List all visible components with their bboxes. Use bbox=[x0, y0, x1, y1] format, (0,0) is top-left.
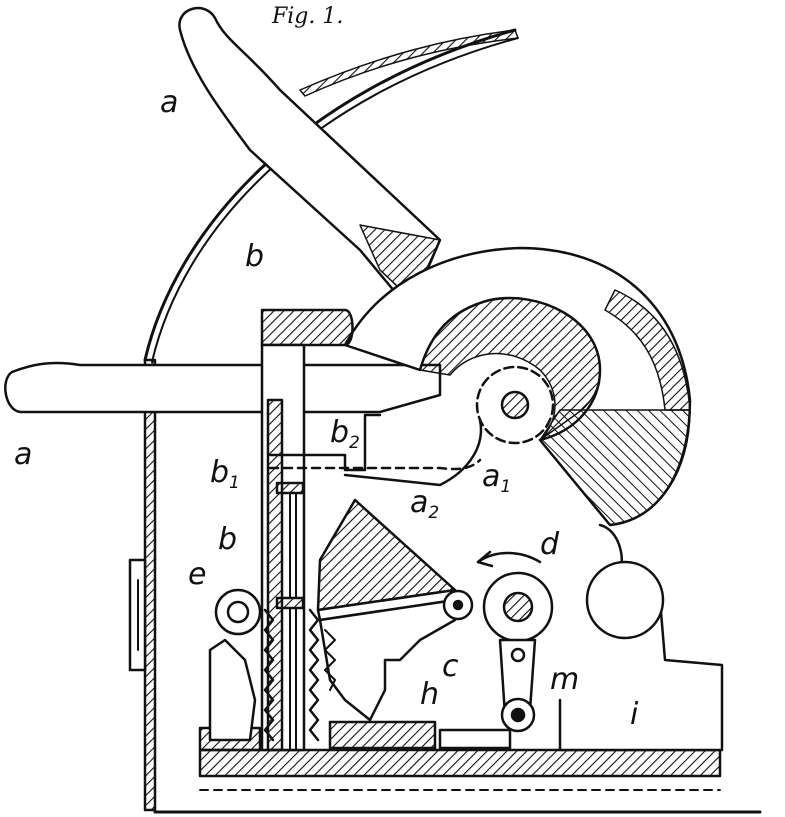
rack-right bbox=[308, 608, 320, 742]
label-e: e bbox=[188, 557, 207, 592]
label-b2: b2 bbox=[330, 415, 360, 453]
label-a-left: a bbox=[14, 437, 33, 472]
label-d: d bbox=[540, 527, 560, 562]
arc-guide bbox=[143, 28, 517, 362]
frame-hole bbox=[585, 560, 665, 640]
pawl-a2 bbox=[343, 418, 483, 487]
label-i: i bbox=[630, 697, 639, 732]
label-a-top: a bbox=[160, 85, 179, 120]
rack-left bbox=[263, 608, 275, 742]
label-b-top: b bbox=[245, 239, 265, 274]
slide-housing bbox=[260, 308, 354, 347]
left-lever bbox=[4, 361, 442, 414]
label-h: h bbox=[420, 677, 440, 712]
frame-wall bbox=[143, 358, 157, 812]
label-b1: b1 bbox=[210, 455, 240, 493]
figure-title: Fig. 1. bbox=[272, 4, 344, 29]
label-a2: a2 bbox=[410, 485, 440, 523]
label-a1: a1 bbox=[482, 459, 512, 497]
slide-frame bbox=[268, 413, 382, 472]
label-m: m bbox=[550, 662, 580, 697]
label-b-mid: b bbox=[218, 522, 238, 557]
base-plate bbox=[198, 748, 722, 778]
frame-body bbox=[558, 523, 724, 752]
label-c: c bbox=[442, 649, 459, 684]
plate-h bbox=[328, 720, 437, 750]
